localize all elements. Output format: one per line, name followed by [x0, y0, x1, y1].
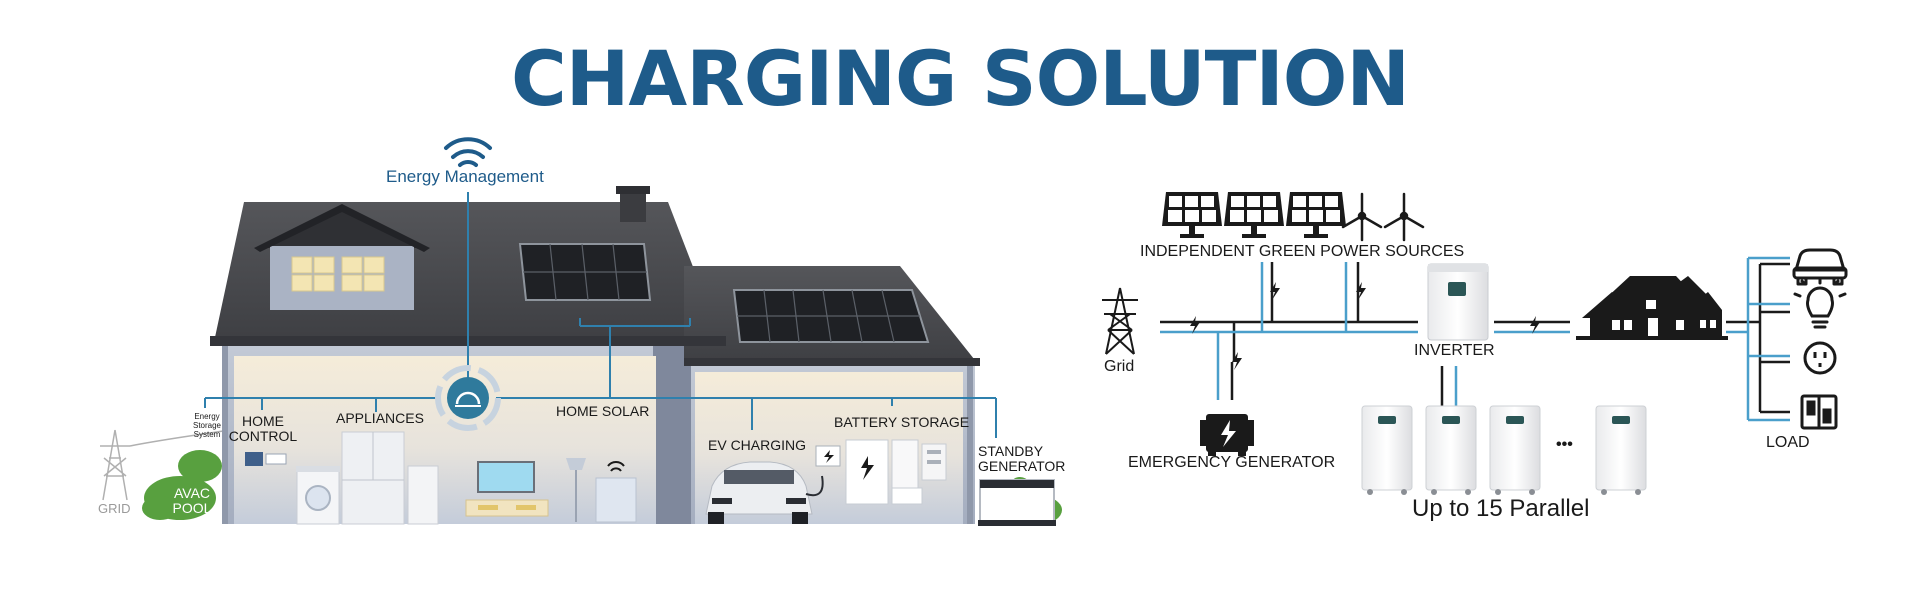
lightning-icon — [1190, 282, 1540, 370]
router-icon — [607, 461, 625, 472]
battery-storage-label: BATTERY STORAGE — [834, 414, 970, 430]
generator-icon — [978, 479, 1056, 526]
lamp-icon — [566, 458, 586, 522]
battery-icon — [1595, 405, 1647, 495]
solar-panel-icon — [732, 289, 930, 343]
battery-icon — [1361, 405, 1413, 495]
energy-hub-icon — [435, 365, 501, 431]
standby-generator-label: STANDBY GENERATOR — [978, 443, 1065, 475]
bulb-icon — [1793, 276, 1847, 329]
grid-right-label: Grid — [1104, 358, 1135, 375]
appliances-label: APPLIANCES — [336, 410, 424, 426]
inverter-label: INVERTER — [1414, 342, 1495, 359]
ev-charging-label: EV CHARGING — [708, 437, 807, 453]
load-label: LOAD — [1766, 434, 1810, 451]
solar-panel-icon — [1162, 192, 1346, 238]
avac-pool-text: AVAC POOL — [172, 485, 212, 517]
lightning-icon — [824, 450, 834, 463]
appliances-icon — [296, 431, 439, 525]
generator-icon — [1200, 414, 1254, 456]
transmission-tower-icon — [1102, 287, 1138, 355]
energy-management-label: Energy Management — [386, 167, 544, 186]
tv-icon — [465, 461, 549, 517]
ellipsis-label: ••• — [1556, 436, 1573, 453]
house-icon — [1576, 276, 1728, 340]
wifi-icon — [444, 137, 492, 167]
inverter-icon — [1427, 263, 1489, 341]
battery-icon — [1489, 405, 1541, 495]
switch-icon — [1800, 394, 1838, 430]
battery-icon — [845, 439, 947, 505]
home-control-label: HOME CONTROL — [226, 413, 300, 445]
standby-generator-text: STANDBY GENERATOR — [978, 443, 1066, 475]
page-title: CHARGING SOLUTION — [511, 34, 1410, 123]
transmission-tower-icon — [100, 429, 231, 501]
energy-storage-system-text: Energy Storage System — [192, 412, 222, 440]
wind-turbine-icon — [1341, 192, 1425, 242]
grid-left-label: GRID — [98, 501, 131, 516]
home-solar-label: HOME SOLAR — [556, 403, 650, 419]
emergency-generator-label: EMERGENCY GENERATOR — [1128, 454, 1336, 471]
parallel-label: Up to 15 Parallel — [1412, 495, 1590, 522]
outlet-icon — [1803, 341, 1837, 375]
green-power-sources-label: INDEPENDENT GREEN POWER SOURCES — [1140, 243, 1465, 260]
battery-icon — [1425, 405, 1477, 495]
bush-left — [142, 450, 222, 520]
avac-pool-label: AVAC POOL — [162, 485, 222, 517]
car-icon — [705, 461, 813, 524]
home-control-text: HOME CONTROL — [228, 413, 298, 445]
energy-storage-system-label: Energy Storage System — [186, 412, 228, 440]
solar-panel-icon — [518, 243, 652, 301]
